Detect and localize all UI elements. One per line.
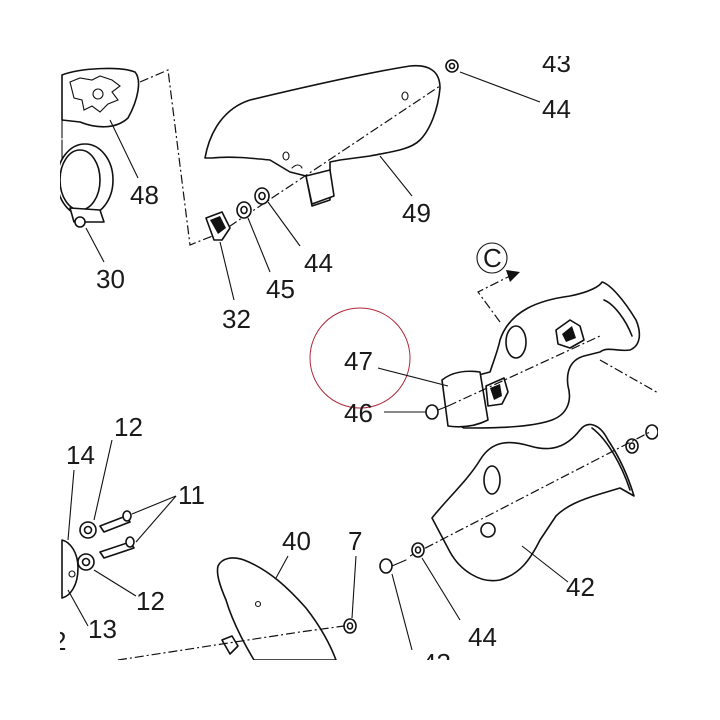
part-labels: 43 44 48 49 30 44 45 32 C 47 46 12 14 11… — [52, 48, 595, 678]
part-c-mount — [443, 281, 641, 429]
label-45: 45 — [266, 274, 295, 304]
part-44-washer-mid — [254, 187, 270, 205]
label-44-top: 44 — [542, 94, 571, 124]
label-callout-c: C — [483, 243, 502, 273]
label-30: 30 — [96, 264, 125, 294]
part-46-screw — [425, 404, 449, 420]
label-46: 46 — [344, 398, 373, 428]
label-32: 32 — [222, 304, 251, 334]
part-30-clamp — [56, 139, 114, 228]
axis-49 — [214, 85, 441, 237]
part-43-screw-bottom — [379, 558, 407, 574]
label-11: 11 — [178, 480, 205, 510]
part-49-cover — [204, 64, 441, 207]
label-40: 40 — [282, 526, 311, 556]
label-44-mid: 44 — [304, 248, 333, 278]
leader-lines — [67, 71, 569, 651]
highlight-circle-47 — [309, 307, 411, 409]
label-12-top: 12 — [114, 412, 143, 442]
part-45-washer — [236, 201, 252, 219]
part-47-plate — [441, 370, 489, 428]
part-44-washer-right — [625, 438, 639, 454]
part-lower-left-assembly — [61, 510, 135, 599]
label-12-bottom: 12 — [136, 586, 165, 616]
axis-42 — [409, 431, 651, 557]
part-32-clip-nut — [205, 211, 231, 241]
axis-c-right — [599, 359, 661, 395]
axis-c-mount — [447, 335, 601, 407]
callout-c-marker — [476, 242, 520, 323]
label-14: 14 — [66, 440, 95, 470]
part-screw-right — [645, 424, 659, 440]
part-44-washer-bottom — [411, 542, 425, 558]
axis-48-32 — [139, 69, 216, 246]
label-49: 49 — [402, 198, 431, 228]
label-7: 7 — [348, 526, 362, 556]
part-48-bracket — [61, 67, 140, 139]
label-42: 42 — [566, 572, 595, 602]
label-48: 48 — [130, 180, 159, 210]
part-40-plate — [216, 557, 337, 661]
part-44-washer-top — [445, 59, 459, 73]
label-47: 47 — [344, 346, 373, 376]
part-7-washer — [343, 618, 357, 634]
part-42-shroud — [431, 423, 635, 582]
label-13: 13 — [88, 614, 117, 644]
label-44-bottom: 44 — [468, 622, 497, 652]
